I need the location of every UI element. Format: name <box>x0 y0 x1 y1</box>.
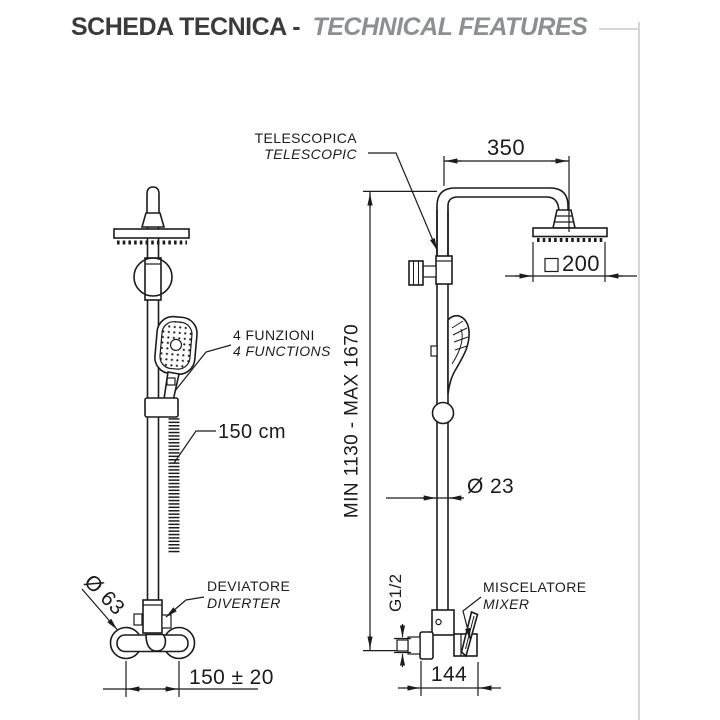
leader-functions <box>174 344 232 392</box>
front-view-dimensions <box>81 344 258 697</box>
page-right-border <box>638 22 640 720</box>
header-rule <box>599 27 640 30</box>
diverter-label-en: DIVERTER <box>207 595 281 611</box>
leader-mixer <box>462 596 482 641</box>
diverter-label-it: DEVIATORE <box>207 578 290 594</box>
front-head-cone <box>140 212 166 228</box>
front-handle-button <box>166 377 176 386</box>
dim-head-size <box>505 242 637 282</box>
head-size-label: 200 <box>562 251 600 276</box>
side-hand-shower <box>430 315 470 395</box>
side-arm-inner <box>447 196 560 258</box>
front-hose <box>168 418 180 554</box>
side-view-dimensions <box>363 152 637 696</box>
front-view-drawing <box>109 186 198 660</box>
dim-inlet-distance <box>103 661 258 697</box>
side-head-cone <box>552 209 576 229</box>
front-slider-bracket <box>144 397 179 418</box>
height-range-label: MIN 1130 - MAX 1670 <box>342 324 363 518</box>
front-hand-shower-handle <box>163 371 180 402</box>
functions-label-en: 4 FUNCTIONS <box>233 343 331 359</box>
mixer-label-it: MISCELATORE <box>483 579 586 595</box>
front-joint-ring <box>133 257 173 297</box>
header: SCHEDA TECNICA - TECHNICAL FEATURES <box>71 13 640 42</box>
side-view-labels: TELESCOPICA TELESCOPIC 350 200 MIN 1130 … <box>255 130 600 686</box>
leader-escutcheon-diameter <box>81 588 118 630</box>
dim-mixer-width <box>398 661 501 696</box>
front-left-knob <box>133 613 143 626</box>
inlet-distance-label: 150 ± 20 <box>189 666 274 689</box>
column-diameter-label: Ø 23 <box>467 475 514 498</box>
leader-telescopic <box>368 152 438 251</box>
side-mixer <box>396 609 479 660</box>
front-top-cap <box>146 186 160 216</box>
mixer-width-label: 144 <box>431 663 467 686</box>
inlet-thread-label: G1/2 <box>386 574 405 612</box>
square-symbol <box>544 257 559 273</box>
front-hand-shower <box>154 315 198 376</box>
side-arm-outer <box>436 187 569 258</box>
functions-label-it: 4 FUNZIONI <box>233 327 315 343</box>
leader-diverter <box>165 596 205 618</box>
front-mixer <box>109 626 196 660</box>
side-hose-ball <box>431 401 455 425</box>
side-view-drawing <box>396 187 608 660</box>
page-title-italian: SCHEDA TECNICA - <box>71 13 307 41</box>
mixer-label-en: MIXER <box>483 596 529 612</box>
side-shower-head-plate <box>532 227 608 238</box>
leader-hose <box>173 430 216 464</box>
dim-height-range <box>363 190 437 652</box>
dim-inlet-thread <box>394 624 411 667</box>
page-title-english: TECHNICAL FEATURES <box>312 13 588 41</box>
dim-arm-length <box>443 156 570 232</box>
arm-length-label: 350 <box>487 135 525 160</box>
telescopic-label-it: TELESCOPICA <box>255 130 358 146</box>
side-telescopic-joint <box>408 255 453 286</box>
telescopic-label-en: TELESCOPIC <box>264 146 357 162</box>
hose-length-label: 150 cm <box>218 421 286 443</box>
front-shower-head-plate <box>113 228 190 239</box>
